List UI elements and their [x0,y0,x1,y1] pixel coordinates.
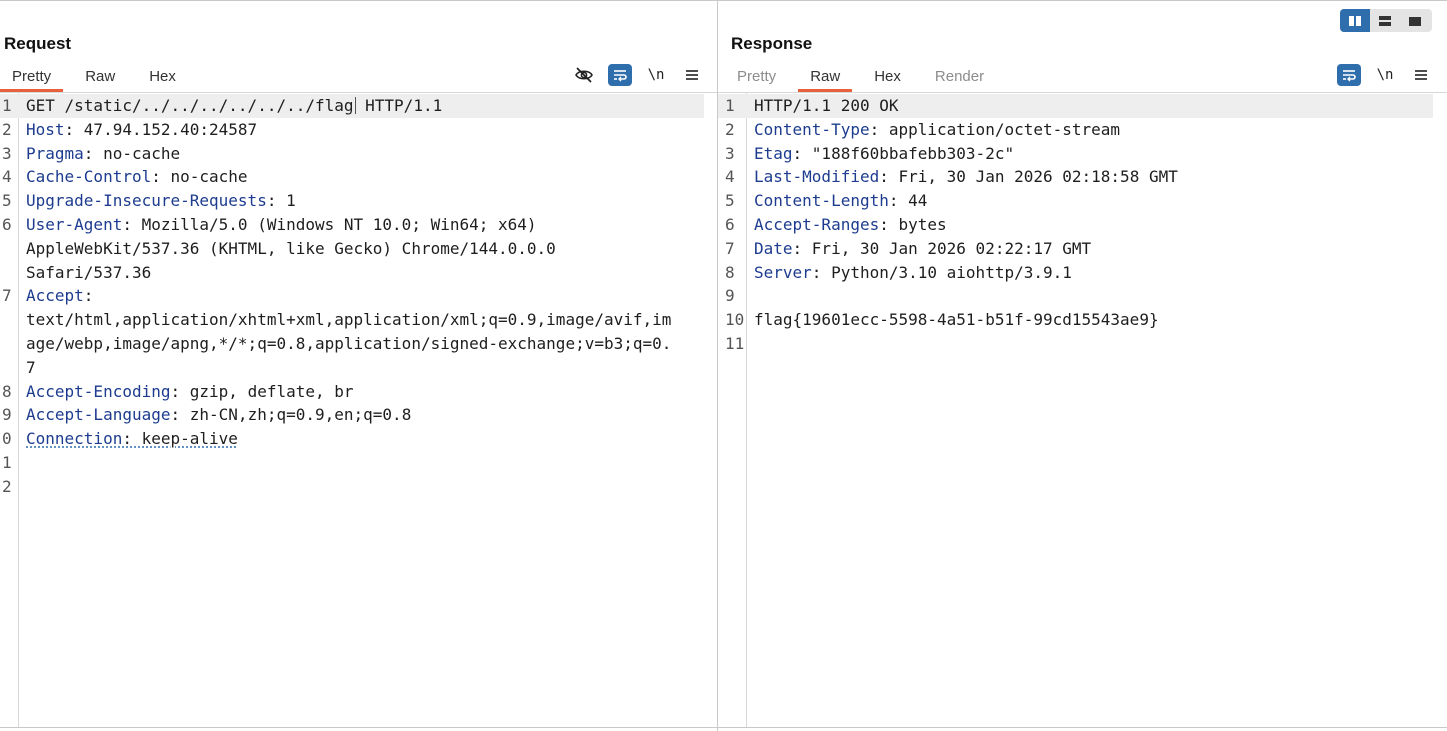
request-line-7-cont-3: 7 [26,357,36,377]
response-title: Response [731,34,813,53]
response-tabs: Pretty Raw Hex Render [725,63,1006,93]
tab-request-raw[interactable]: Raw [85,68,116,85]
word-wrap-icon[interactable] [608,64,632,86]
split-vertical-icon[interactable] [1370,9,1400,32]
request-pane: Request Pretty Raw Hex \n 1 GET /static/… [0,0,717,727]
word-wrap-icon[interactable] [1337,64,1361,86]
layout-toggle [1340,9,1432,32]
newline-toggle[interactable]: \n [1376,67,1394,83]
request-line-12: 2 [2,476,12,496]
request-line-6-cont-1: AppleWebKit/537.36 (KHTML, like Gecko) C… [26,238,556,258]
newline-toggle[interactable]: \n [647,67,665,83]
single-pane-icon[interactable] [1400,9,1430,32]
tab-response-pretty[interactable]: Pretty [737,68,777,85]
menu-icon[interactable] [1409,64,1433,86]
tab-request-pretty[interactable]: Pretty [0,63,64,92]
request-line-7-cont-2: age/webp,image/apng,*/*;q=0.8,applicatio… [26,333,672,353]
request-tabs: Pretty Raw Hex [0,63,198,93]
request-line-7-cont-1: text/html,application/xhtml+xml,applicat… [26,310,672,330]
text-caret [354,97,356,114]
request-line-6-cont-2: Safari/537.36 [26,262,152,282]
menu-icon[interactable] [680,64,704,86]
response-line-9: 9 [725,286,735,306]
split-horizontal-icon[interactable] [1340,9,1370,32]
tab-response-render[interactable]: Render [934,68,985,85]
request-title: Request [4,34,72,53]
response-line-11: 11 [725,333,745,353]
eye-slash-icon[interactable] [572,64,596,86]
tab-request-hex[interactable]: Hex [149,68,176,85]
request-line-1: 1 GET /static/../../../../../../flag HTT… [0,94,704,118]
tab-response-raw[interactable]: Raw [798,63,853,92]
request-editor[interactable]: 1 GET /static/../../../../../../flag HTT… [0,94,717,499]
request-line-11: 1 [2,452,12,472]
tab-response-hex[interactable]: Hex [874,68,901,85]
